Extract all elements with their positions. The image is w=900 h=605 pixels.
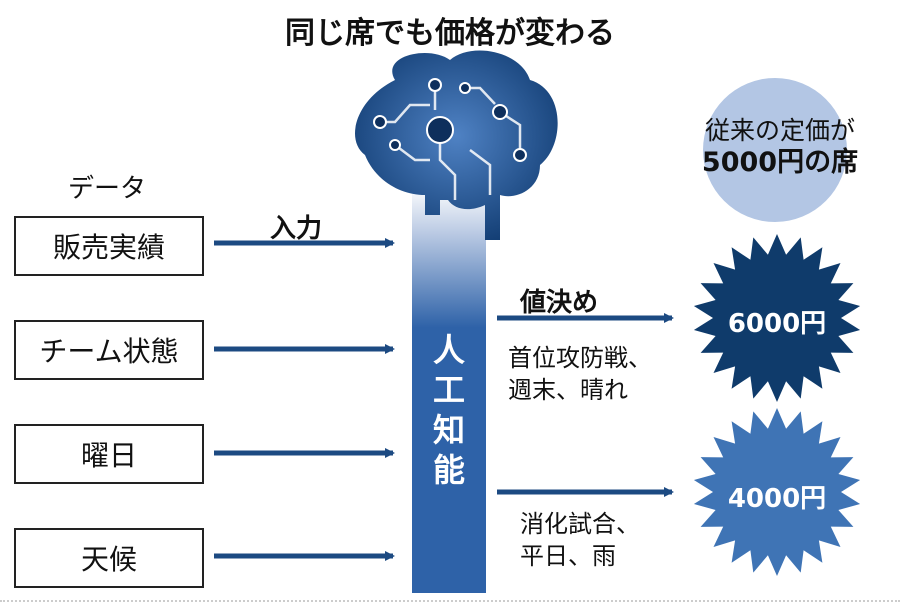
input-box-team-status: チーム状態 (14, 320, 204, 380)
data-heading: データ (68, 174, 147, 204)
low-price-conditions: 消化試合、 平日、雨 (520, 510, 640, 570)
price-burst-low (693, 408, 861, 576)
pricing-label: 値決め (520, 288, 599, 318)
footer-divider (0, 600, 900, 602)
ai-label: 人 工 知 能 (432, 331, 465, 489)
input-label: 入力 (270, 214, 323, 244)
ai-pillar (412, 185, 486, 593)
input-box-weather: 天候 (14, 528, 204, 588)
low-price-label: 4000円 (727, 484, 827, 514)
input-box-weekday: 曜日 (14, 424, 204, 484)
high-price-label: 6000円 (727, 309, 827, 339)
input-box-sales: 販売実績 (14, 216, 204, 276)
reference-price-text: 従来の定価が 5000円の席 (701, 116, 859, 178)
page-title: 同じ席でも価格が変わる (285, 16, 615, 51)
brain-icon (355, 50, 558, 241)
price-burst-high (693, 234, 861, 402)
high-price-conditions: 首位攻防戦、 週末、晴れ (508, 344, 652, 404)
reference-price-circle (703, 78, 847, 222)
